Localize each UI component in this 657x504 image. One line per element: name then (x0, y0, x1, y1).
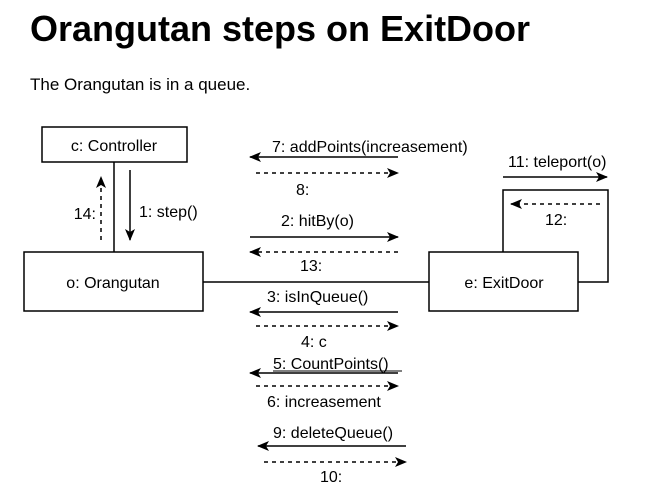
msg-8-return: 8: (296, 182, 309, 199)
msg-2-hitby: 2: hitBy(o) (281, 213, 354, 230)
msg-9-deletequeue: 9: deleteQueue() (273, 425, 393, 442)
msg-12-return: 12: (545, 212, 567, 229)
msg-7-addpoints: 7: addPoints(increasement) (272, 139, 468, 156)
msg-10-return: 10: (320, 469, 342, 486)
msg-1-step: 1: step() (139, 204, 198, 221)
page-subtitle: The Orangutan is in a queue. (30, 75, 251, 94)
exitdoor-object: e: ExitDoor (428, 251, 579, 312)
msg-6-increasement: 6: increasement (267, 394, 381, 411)
msg-4-return: 4: c (301, 334, 327, 351)
msg-14-return: 14: (74, 206, 96, 223)
msg-3-isinqueue: 3: isInQueue() (267, 289, 368, 306)
page-title: Orangutan steps on ExitDoor (30, 8, 531, 49)
msg-13-return: 13: (300, 258, 322, 275)
msg-11-teleport: 11: teleport(o) (508, 154, 606, 171)
self-link-exitdoor (502, 189, 609, 283)
orangutan-object: o: Orangutan (23, 251, 204, 312)
orangutan-label: o: Orangutan (66, 275, 159, 292)
controller-object: c: Controller (41, 126, 188, 163)
msg-5-countpoints: 5: CountPoints() (273, 356, 389, 373)
exitdoor-label: e: ExitDoor (464, 275, 544, 292)
controller-label: c: Controller (71, 138, 158, 155)
